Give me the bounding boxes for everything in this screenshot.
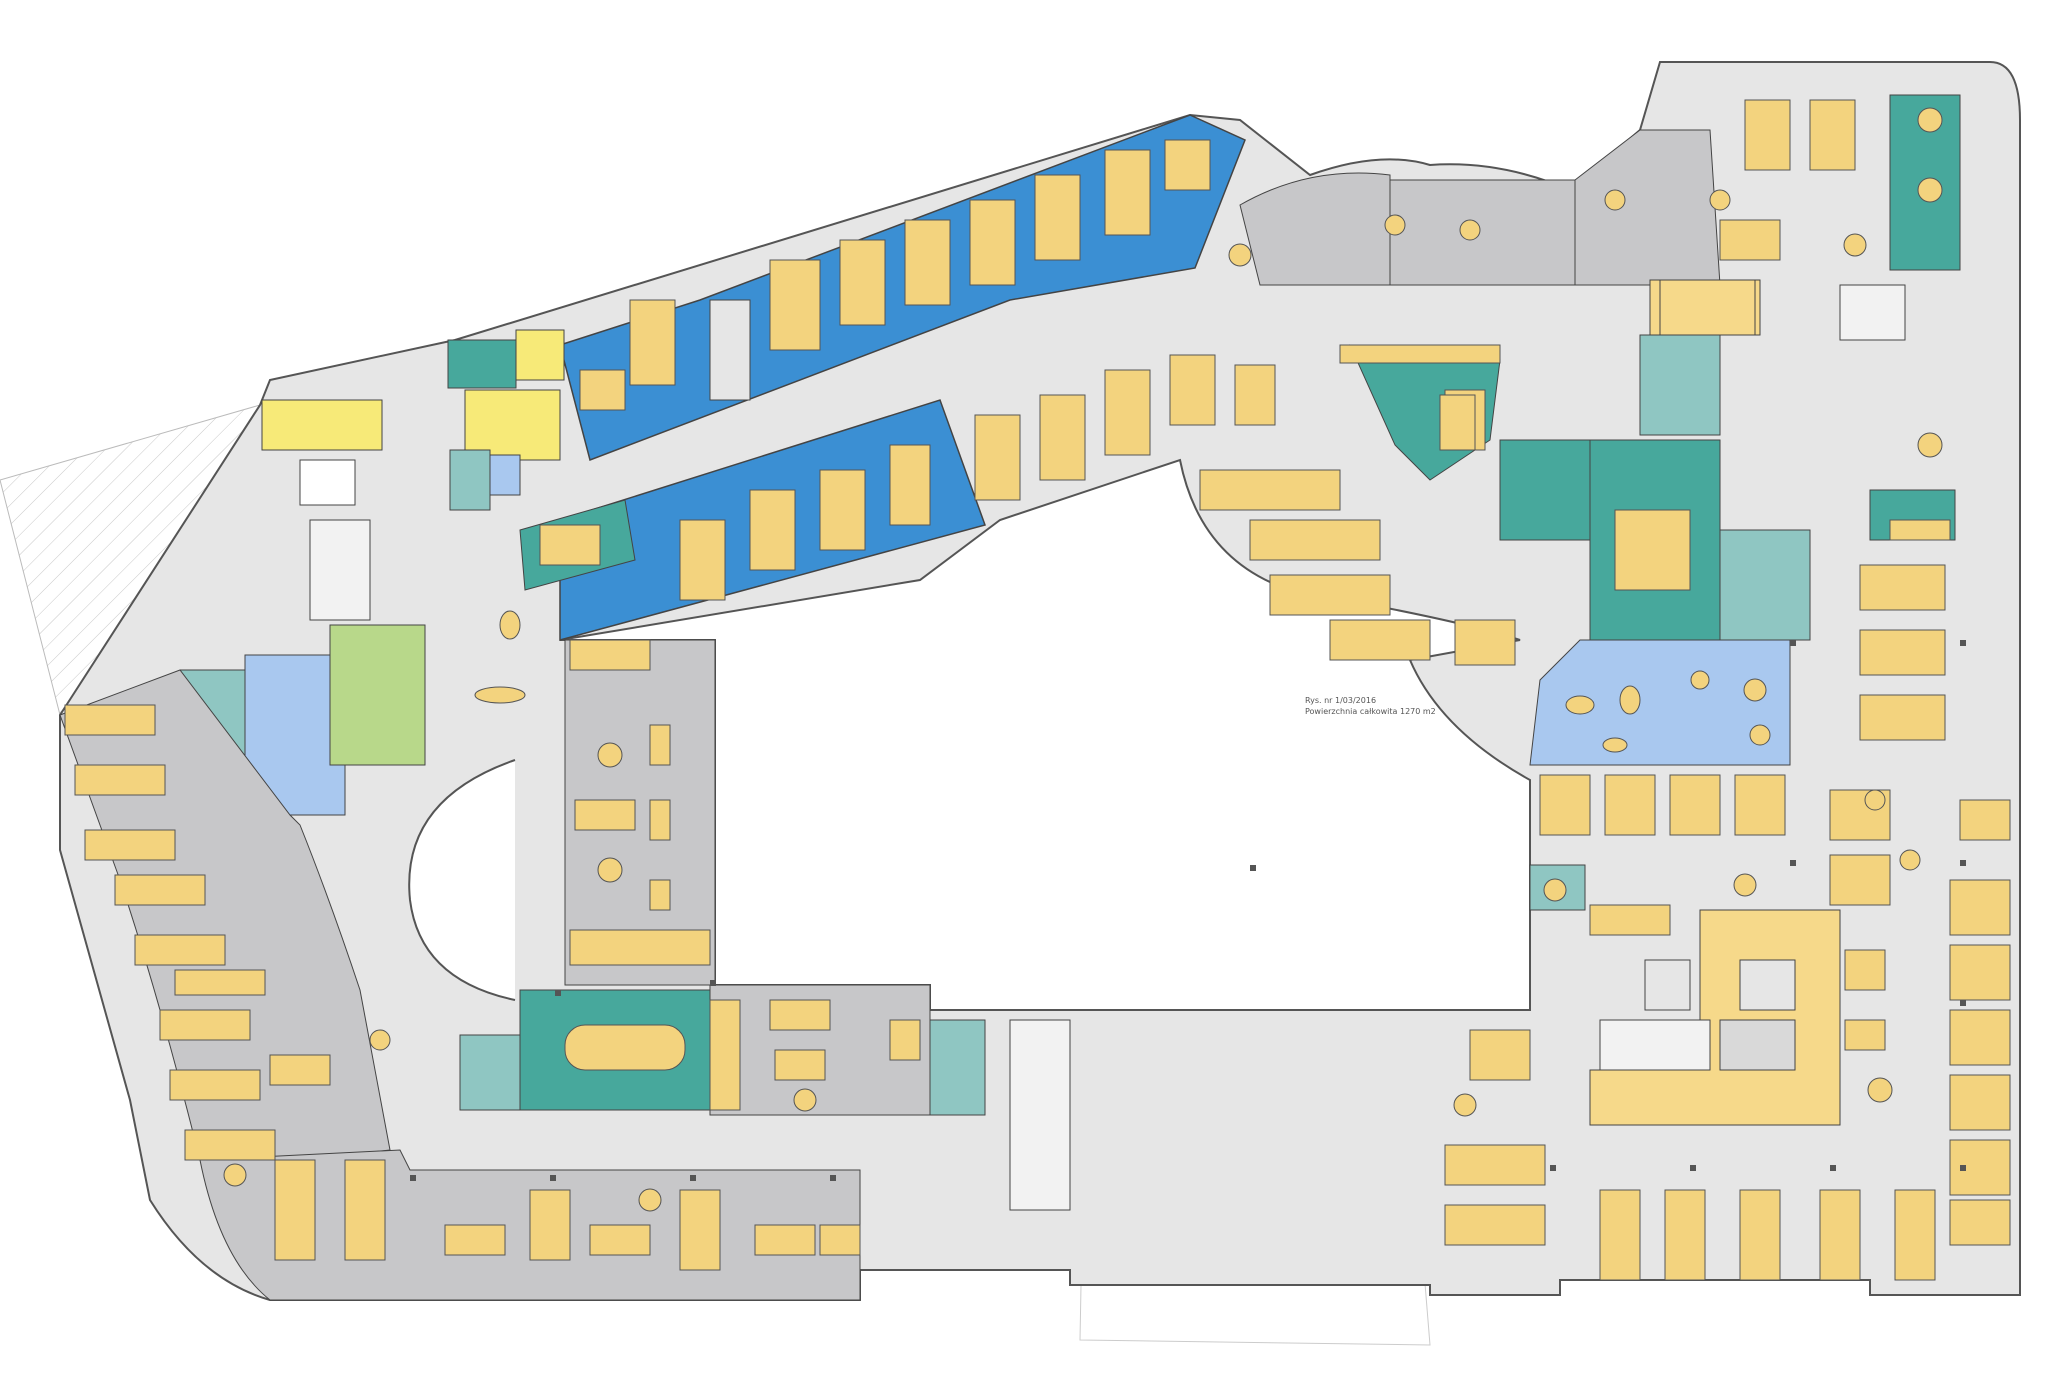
total-area: Powierzchnia całkowita 1270 m2: [1305, 707, 1436, 716]
shaft: [709, 299, 751, 401]
wc-yellow-w: [261, 399, 383, 451]
desks-west: [64, 704, 331, 1161]
round-tables: [223, 107, 1943, 1212]
columns: [410, 640, 1966, 1181]
meeting-room-n1: [447, 339, 517, 389]
meeting-room-ne-2: [1499, 439, 1591, 541]
desks-center: [974, 344, 1516, 666]
lounge-e: [1529, 639, 1791, 766]
core-lift: [1719, 1019, 1796, 1071]
desks-north: [539, 139, 1211, 601]
service-teal-s: [929, 1019, 986, 1116]
conference-table-sw: [564, 1024, 686, 1071]
core-wc-2: [1739, 959, 1796, 1011]
service-teal-w: [449, 449, 491, 511]
desks-east: [1539, 99, 2011, 1246]
lift-w: [299, 459, 356, 506]
offices-ne-arc: [1239, 172, 1391, 286]
offices-ne-row: [1389, 179, 1576, 286]
desks-south-east: [1444, 1029, 1936, 1281]
drawing-number: Rys. nr 1/03/2016: [1305, 696, 1376, 705]
service-yellow-n: [464, 389, 561, 461]
service-teal-e1: [1639, 334, 1721, 436]
meeting-room-n2: [515, 329, 565, 381]
private-offices-column: [564, 639, 716, 986]
stair-ne: [1839, 284, 1906, 341]
stair-s: [1009, 1019, 1071, 1211]
desks-south: [274, 999, 921, 1271]
core-wc-1: [1644, 959, 1691, 1011]
lounge-seating: [474, 610, 1641, 753]
core-stair: [1599, 1019, 1711, 1071]
service-teal-sw: [459, 1034, 521, 1111]
desks-central-offices: [569, 639, 711, 966]
courtyard-curve-west: [408, 759, 516, 1001]
teal-e2: [1719, 529, 1811, 641]
green-zone: [329, 624, 426, 766]
service-yellow-top: [1659, 279, 1756, 336]
stair-w: [309, 519, 371, 621]
conference-table-ne: [1439, 394, 1476, 451]
offices-ne-corner: [1574, 129, 1721, 286]
conference-table-e: [1614, 509, 1691, 591]
